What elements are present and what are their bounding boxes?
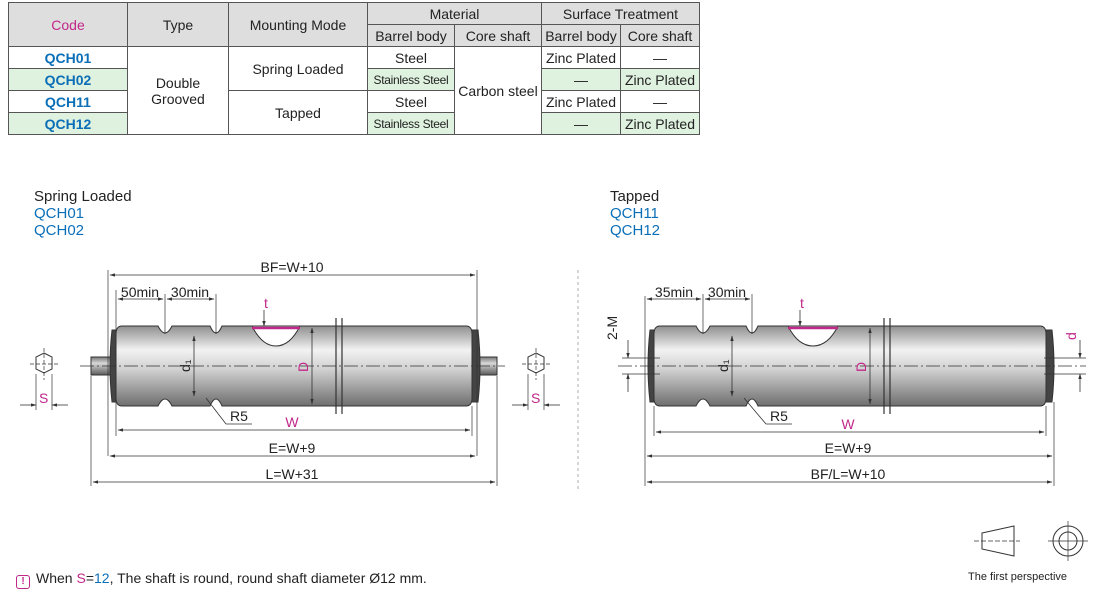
left-label-bf: BF=W+10 — [260, 259, 323, 275]
left-label-d1: d₁ — [177, 359, 193, 372]
header-core-surface: Core shaft — [620, 24, 700, 47]
left-label-e: E=W+9 — [269, 440, 316, 456]
note-value: 12 — [94, 570, 110, 586]
right-label-d: d — [1063, 332, 1079, 340]
header-barrel-surface: Barrel body — [541, 24, 621, 47]
left-label-l: L=W+31 — [266, 466, 319, 482]
warning-icon: ! — [16, 575, 30, 589]
right-dim-labels: 35min 30min t 2-M d₁ D d R5 W E=W+9 BF/L… — [604, 284, 1079, 482]
left-label-r5: R5 — [230, 408, 248, 424]
row-code: QCH02 — [8, 68, 128, 91]
left-label-t: t — [264, 295, 268, 311]
row-barrel: Steel — [367, 90, 455, 113]
header-surface: Surface Treatment — [541, 2, 700, 25]
row-barrel: Stainless Steel — [367, 112, 455, 135]
note-eq: = — [85, 570, 94, 586]
header-barrel: Barrel body — [367, 24, 455, 47]
row-surface-core: Zinc Plated — [620, 112, 700, 135]
right-label-e: E=W+9 — [825, 440, 872, 456]
type-line-1: Double — [155, 74, 201, 91]
right-drawing-title: Tapped — [610, 188, 660, 205]
right-label-bfl: BF/L=W+10 — [811, 466, 886, 482]
left-wall-section — [251, 325, 301, 347]
left-label-50min: 50min — [121, 284, 159, 300]
left-label-D: D — [295, 362, 311, 372]
right-label-35min: 35min — [655, 284, 693, 300]
note-prefix: When — [36, 570, 77, 586]
left-code-1: QCH01 — [34, 205, 85, 222]
first-angle-projection-icon — [974, 521, 1088, 561]
left-code-2: QCH02 — [34, 222, 85, 239]
left-label-s-right: S — [531, 390, 540, 406]
note-text: , The shaft is round, round shaft diamet… — [109, 570, 427, 586]
right-roller-drawing — [618, 294, 1086, 486]
right-label-D: D — [853, 362, 869, 372]
left-roller-drawing — [20, 270, 560, 486]
core-material-cell: Carbon steel — [454, 46, 542, 135]
right-drawing-caption: Tapped QCH11 QCH12 — [610, 188, 660, 239]
spec-table: Code Type Mounting Mode Material Surface… — [8, 2, 700, 135]
left-dim-labels: BF=W+10 50min 30min t d₁ D R5 W E=W+9 L=… — [39, 259, 540, 482]
right-code-1: QCH11 — [610, 205, 659, 222]
row-surface-core: Zinc Plated — [620, 68, 700, 91]
shaft-note: ! When S=12, The shaft is round, round sh… — [16, 570, 427, 589]
right-label-30min: 30min — [708, 284, 746, 300]
right-label-w: W — [841, 416, 855, 432]
header-material: Material — [367, 2, 542, 25]
type-line-2: Grooved — [151, 90, 205, 107]
left-label-s-left: S — [39, 390, 48, 406]
right-code-2: QCH12 — [610, 222, 661, 239]
right-label-r5: R5 — [770, 408, 788, 424]
right-label-d1: d₁ — [715, 359, 731, 372]
row-code: QCH01 — [8, 46, 128, 69]
row-code: QCH12 — [8, 112, 128, 135]
mount-spring-cell: Spring Loaded — [228, 46, 368, 91]
note-s: S — [76, 570, 86, 586]
left-drawing-caption: Spring Loaded QCH01 QCH02 — [34, 188, 132, 239]
row-surface-barrel: Zinc Plated — [541, 90, 621, 113]
header-core: Core shaft — [454, 24, 542, 47]
left-barrel-body — [115, 325, 473, 407]
row-surface-core: — — [620, 46, 700, 69]
perspective-label: The first perspective — [968, 571, 1068, 583]
header-code: Code — [8, 2, 128, 47]
left-label-30min: 30min — [171, 284, 209, 300]
left-label-w: W — [285, 414, 299, 430]
right-label-t: t — [800, 295, 804, 311]
left-drawing-title: Spring Loaded — [34, 188, 132, 205]
row-surface-barrel: — — [541, 112, 621, 135]
right-wall-section — [787, 325, 839, 347]
right-label-2m: 2-M — [604, 316, 620, 340]
